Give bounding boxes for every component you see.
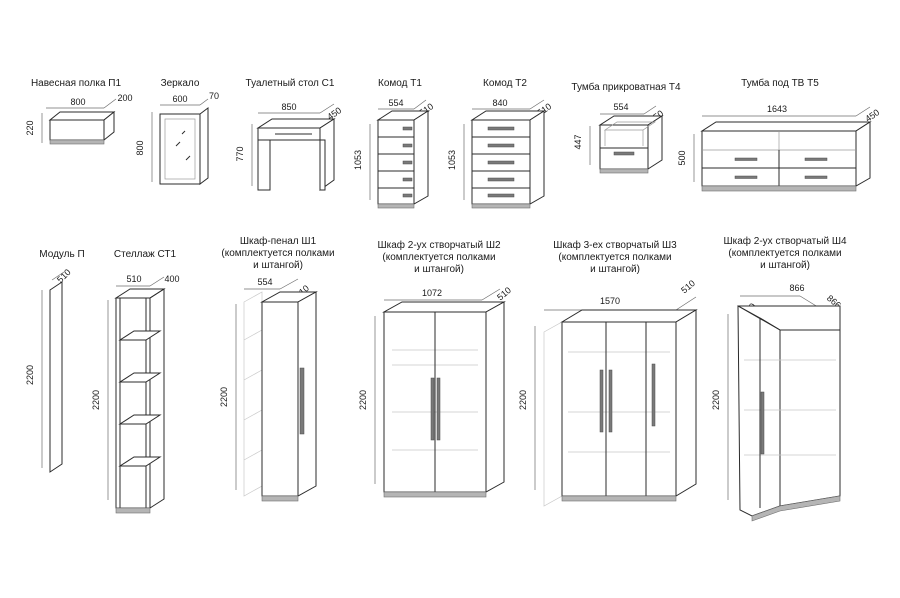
title-sh2-line2: (комплектуется полками <box>382 252 495 263</box>
dim-height-p1: 220 <box>25 120 35 135</box>
item-p1: Навесная полка П1 800 200 220 <box>25 78 133 145</box>
dim-height-t1: 1053 <box>353 150 363 170</box>
title-p1: Навесная полка П1 <box>31 78 122 89</box>
item-t1: Комод Т1 554 510 1053 <box>353 78 435 209</box>
title-sh4-line1: Шкаф 2-ух створчатый Ш4 <box>723 235 847 247</box>
dim-height-sh4: 2200 <box>711 390 721 410</box>
title-t1: Комод Т1 <box>378 78 422 89</box>
title-sh2-line1: Шкаф 2-ух створчатый Ш2 <box>377 239 501 251</box>
dim-height-t5: 500 <box>677 150 687 165</box>
dim-height-sh1: 2200 <box>219 387 229 407</box>
title-sh4-line2: (комплектуется полками <box>728 248 841 259</box>
title-sh4-line3: и штангой) <box>760 260 810 271</box>
title-mirror: Зеркало <box>161 78 200 89</box>
dim-height-mirror: 800 <box>135 140 145 155</box>
title-sh3-line1: Шкаф 3-ех створчатый Ш3 <box>553 239 677 251</box>
dim-height-sh3: 2200 <box>518 390 528 410</box>
dim-height-module-p: 2200 <box>25 365 35 385</box>
dim-depth-sh2: 510 <box>495 285 513 302</box>
item-module-p: Модуль П 510 2200 <box>25 249 85 473</box>
dim-width-sh2: 1072 <box>422 288 442 298</box>
dim-height-c1: 770 <box>235 146 245 161</box>
item-mirror: Зеркало 600 70 800 <box>135 78 219 185</box>
item-st1: Стеллаж СТ1 510 400 2200 <box>91 249 180 514</box>
title-module-p: Модуль П <box>39 249 84 260</box>
dim-width-sh4: 866 <box>789 283 804 293</box>
item-sh3: Шкаф 3-ех створчатый Ш3 (комплектуется п… <box>518 239 698 507</box>
dim-width-st1: 510 <box>126 274 141 284</box>
dim-height-t2: 1053 <box>447 150 457 170</box>
title-sh1-line1: Шкаф-пенал Ш1 <box>240 235 317 247</box>
title-t2: Комод Т2 <box>483 78 527 89</box>
title-c1: Туалетный стол С1 <box>246 78 335 89</box>
dim-height-t4: 447 <box>573 134 583 149</box>
title-st1: Стеллаж СТ1 <box>114 249 177 260</box>
item-sh2: Шкаф 2-ух створчатый Ш2 (комплектуется п… <box>358 239 513 498</box>
dim-depth-st1: 400 <box>164 274 179 284</box>
title-sh2-line3: и штангой) <box>414 264 464 275</box>
item-t2: Комод Т2 840 510 1053 <box>447 78 553 209</box>
dim-width-t2: 840 <box>492 98 507 108</box>
item-t5: Тумба под ТВ Т5 1643 450 500 <box>677 77 881 192</box>
dim-depth-p1: 200 <box>117 93 132 103</box>
item-c1: Туалетный стол С1 850 450 770 <box>235 78 343 191</box>
title-sh1-line2: (комплектуется полками <box>221 248 334 259</box>
dim-width-p1: 800 <box>70 97 85 107</box>
dim-height-st1: 2200 <box>91 390 101 410</box>
dim-depth-module-p: 510 <box>55 267 73 285</box>
title-t4: Тумба прикроватная Т4 <box>571 81 681 93</box>
item-sh4: Шкаф 2-ух створчатый Ш4 (комплектуется п… <box>711 235 847 522</box>
dim-width-c1: 850 <box>281 102 296 112</box>
title-sh3-line2: (комплектуется полками <box>558 252 671 263</box>
item-sh1: Шкаф-пенал Ш1 (комплектуется полками и ш… <box>219 235 335 502</box>
title-sh3-line3: и штангой) <box>590 264 640 275</box>
dim-height-sh2: 2200 <box>358 390 368 410</box>
dim-depth-sh3: 510 <box>679 278 697 295</box>
dim-width-mirror: 600 <box>172 94 187 104</box>
dim-width-t1: 554 <box>388 98 403 108</box>
dim-width-sh3: 1570 <box>600 296 620 306</box>
dim-depth-mirror: 70 <box>209 91 219 101</box>
dim-width-t5: 1643 <box>767 104 787 114</box>
dim-width-sh1: 554 <box>257 277 272 287</box>
title-t5: Тумба под ТВ Т5 <box>741 77 819 89</box>
item-t4: Тумба прикроватная Т4 554 450 447 <box>571 81 681 174</box>
dim-width-t4: 554 <box>613 102 628 112</box>
title-sh1-line3: и штангой) <box>253 260 303 271</box>
